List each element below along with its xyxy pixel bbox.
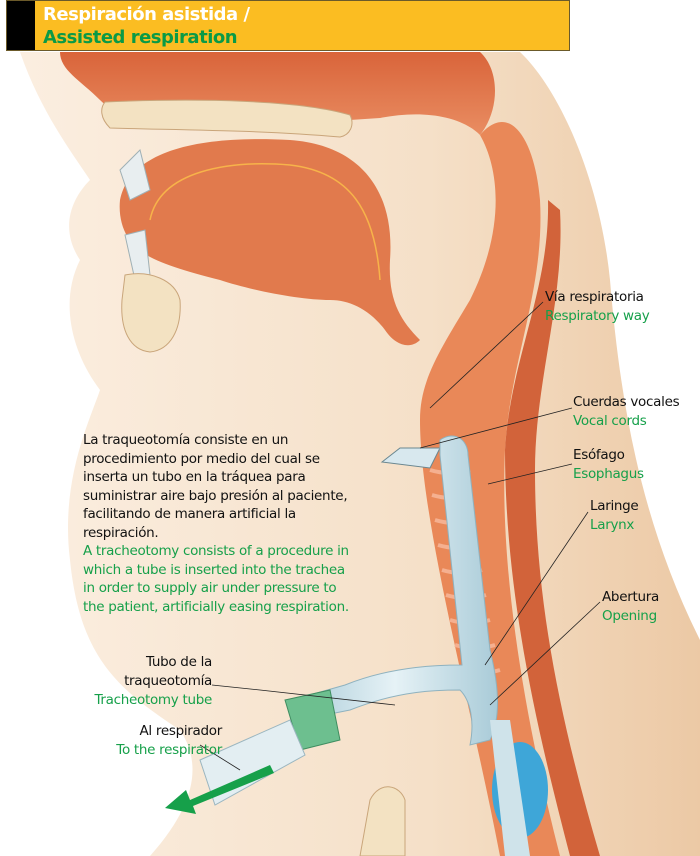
label-es: Vía respiratoria: [545, 289, 644, 305]
leader-lines: [199, 301, 601, 771]
palate-bone: [101, 99, 353, 138]
title-accent-block: [7, 1, 35, 50]
tube-lower: [490, 720, 530, 856]
label-en: Respiratory way: [545, 308, 650, 324]
tongue: [119, 139, 420, 346]
pharynx: [420, 122, 560, 856]
title-spanish: Respiración asistida /: [43, 4, 250, 25]
description: La traqueotomía consiste en un procedimi…: [83, 431, 353, 616]
label-es-2: traqueotomía: [124, 673, 212, 689]
corrugated-hose: [199, 719, 306, 806]
label-en: Vocal cords: [573, 413, 647, 429]
label-respiratory-way: Vía respiratoria Respiratory way: [545, 288, 650, 326]
tongue-outline: [149, 163, 381, 281]
air-flow-arrow-icon: [165, 765, 274, 814]
tracheotomy-tube-body: [291, 435, 498, 746]
label-esophagus: Esófago Esophagus: [573, 446, 644, 484]
upper-tooth: [119, 149, 151, 201]
label-es: Abertura: [602, 589, 659, 605]
hyoid-bone: [359, 786, 406, 856]
label-es: Esófago: [573, 447, 625, 463]
label-respirator: Al respirador To the respirator: [80, 722, 222, 760]
title-english: Assisted respiration: [43, 27, 238, 48]
label-es: Al respirador: [139, 723, 223, 739]
label-en: Larynx: [590, 517, 635, 533]
label-vocal-cords: Cuerdas vocales Vocal cords: [573, 393, 680, 431]
label-en: Tracheotomy tube: [94, 692, 212, 708]
label-en: Opening: [602, 608, 657, 624]
label-es: Laringe: [590, 498, 639, 514]
label-es: Tubo de la: [145, 654, 212, 670]
label-opening: Abertura Opening: [602, 588, 659, 626]
label-en: To the respirator: [116, 742, 222, 758]
jaw-bone: [121, 273, 181, 353]
description-spanish: La traqueotomía consiste en un procedimi…: [83, 432, 348, 541]
label-en: Esophagus: [573, 466, 644, 482]
label-larynx: Laringe Larynx: [590, 497, 639, 535]
label-es: Cuerdas vocales: [573, 394, 680, 410]
title-banner: Respiración asistida / Assisted respirat…: [6, 0, 570, 51]
description-english: A tracheotomy consists of a procedure in…: [83, 543, 349, 615]
label-tracheotomy-tube: Tubo de la traqueotomía Tracheotomy tube: [80, 653, 212, 710]
esophagus: [505, 200, 600, 856]
